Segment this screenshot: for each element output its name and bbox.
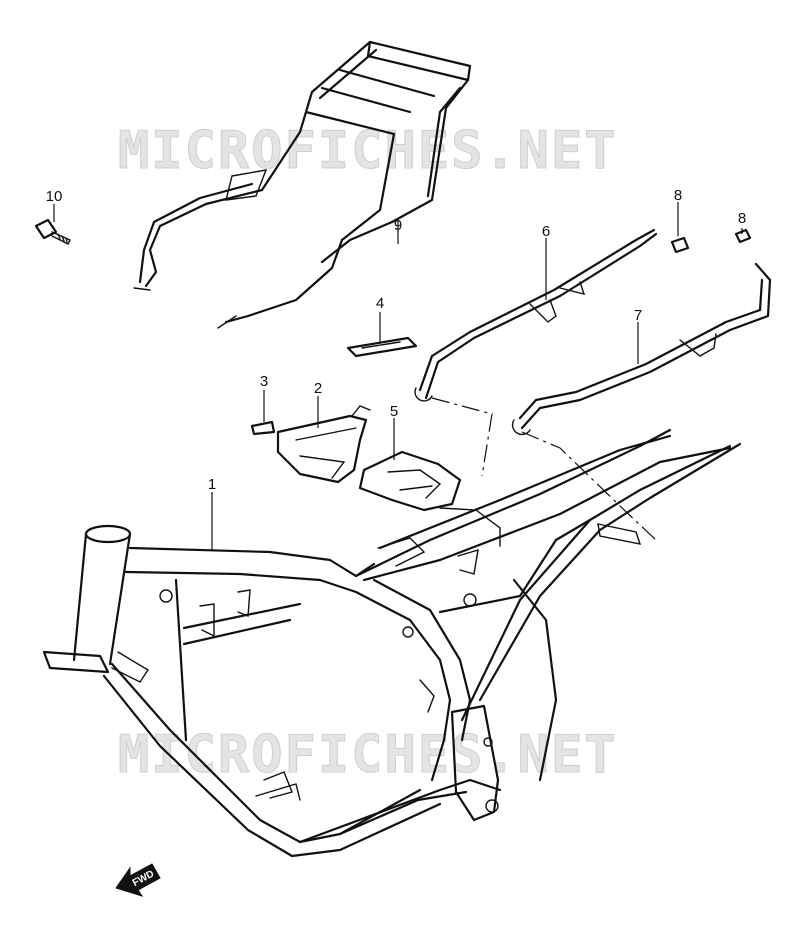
part-7-right-rail[interactable] [511,262,772,436]
callout-7: 7 [634,307,642,324]
part-5-cushion[interactable] [358,450,462,512]
part-8-grommet-right[interactable] [734,228,752,244]
callout-4: 4 [376,295,384,312]
part-1-main-frame[interactable] [42,428,742,858]
callout-5: 5 [390,403,398,420]
part-9-rear-carrier[interactable] [133,40,472,329]
assembly-line-rail-6 [431,397,493,477]
forward-direction-arrow-icon: FWD [115,863,161,897]
part-3-clip[interactable] [250,420,276,436]
part-8-grommet-left[interactable] [670,236,690,254]
callout-3: 3 [260,373,268,390]
callout-10: 10 [46,188,63,205]
part-10-bolt[interactable] [34,218,71,245]
part-6-left-rail[interactable] [414,228,658,402]
leader-lines [53,202,743,550]
callout-1: 1 [208,476,216,493]
callout-8-left: 8 [674,187,682,204]
assembly-line-rail-7 [521,431,657,541]
watermark-bottom: MICROFICHES.NET [118,725,618,785]
part-4-pad[interactable] [346,336,418,358]
callout-8-right: 8 [738,210,746,227]
part-2-bracket[interactable] [276,405,371,484]
callout-6: 6 [542,223,550,240]
callout-2: 2 [314,380,322,397]
watermark-top: MICROFICHES.NET [118,121,618,181]
callout-9: 9 [394,217,402,234]
